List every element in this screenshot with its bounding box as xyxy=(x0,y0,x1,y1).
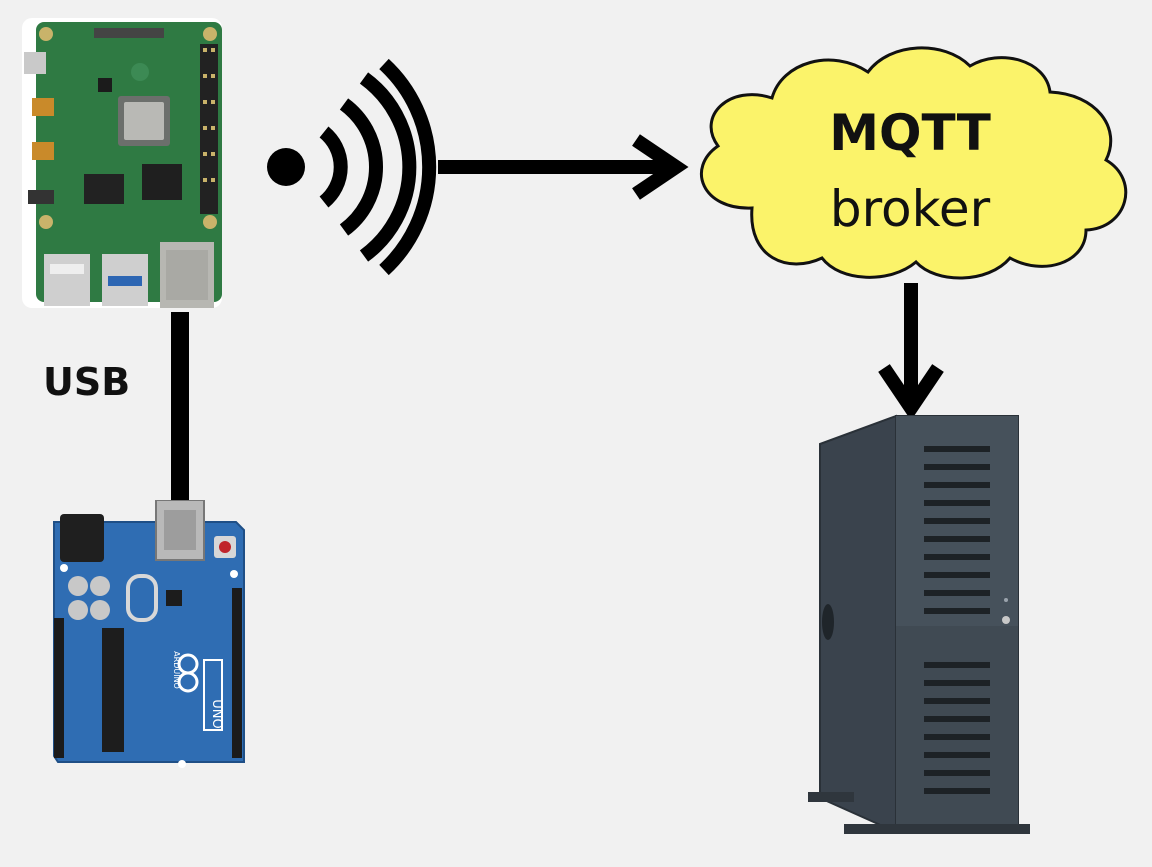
broker-to-server-arrowhead xyxy=(878,364,944,421)
wifi-to-broker-arrowhead xyxy=(632,134,689,200)
usb-label: USB xyxy=(43,360,131,404)
arduino-uno-text: UNO xyxy=(209,699,224,728)
raspberry-pi-board xyxy=(22,18,222,308)
server-tower xyxy=(808,414,1030,834)
broker-subtitle: broker xyxy=(829,180,991,238)
arduino-brand-text: ARDUINO xyxy=(172,651,181,689)
broker-title: MQTT xyxy=(829,104,991,162)
arduino-uno-board: UNO ARDUINO xyxy=(53,500,245,768)
mqtt-cloud xyxy=(699,46,1128,280)
wifi-signal-icon xyxy=(267,58,437,276)
